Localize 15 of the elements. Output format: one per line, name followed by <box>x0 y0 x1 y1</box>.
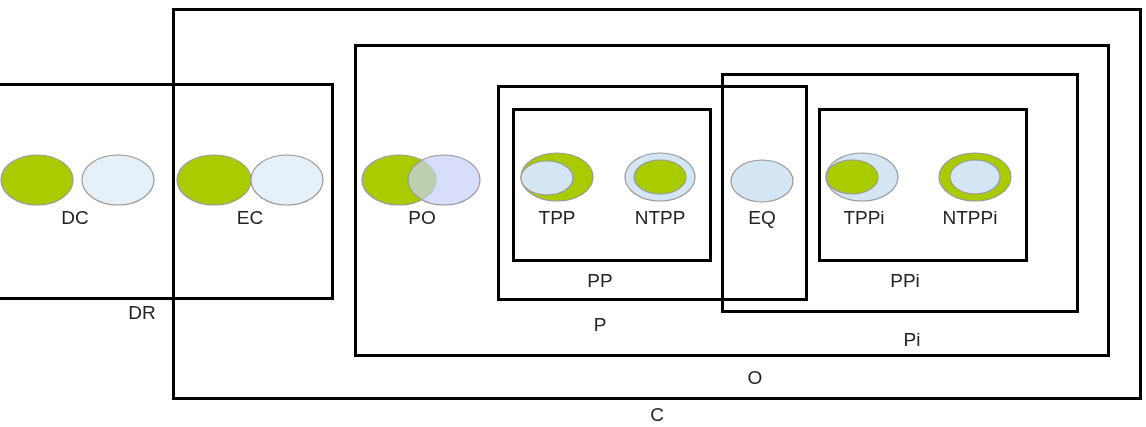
relation-label: TPP <box>538 207 576 229</box>
relation-label: DC <box>61 207 89 229</box>
region-label: C <box>650 404 664 426</box>
relation-label: PO <box>408 207 436 229</box>
region-label: PPi <box>890 270 920 292</box>
relation-label: NTPP <box>634 207 686 229</box>
relation-label: NTPPi <box>942 207 998 229</box>
region-label: PP <box>587 270 613 292</box>
region-label: Pi <box>903 329 921 351</box>
relation-label: EQ <box>748 207 776 229</box>
relation-label: EC <box>236 207 264 229</box>
region-label: DR <box>128 302 156 324</box>
region-label: P <box>593 314 607 336</box>
region-label: O <box>747 367 763 389</box>
relation-label: TPPi <box>843 207 885 229</box>
